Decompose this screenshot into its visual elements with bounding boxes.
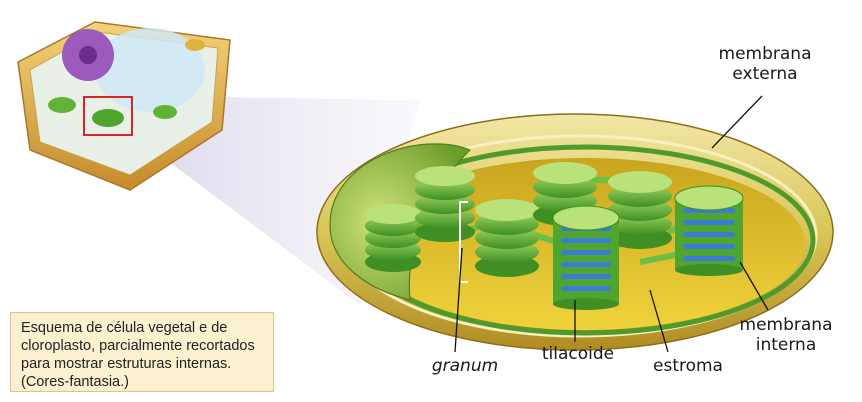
caption-box: Esquema de célula vegetal e de cloroplas… [10,312,274,392]
granum-cut-center [552,205,620,310]
vacuole [95,28,205,112]
label-stroma: estroma [653,356,723,376]
highlighted-chloroplast [92,109,124,127]
zoom-highlight-box [83,96,133,136]
leader-lines [454,95,769,353]
plant-cell [17,21,231,191]
label-granum: granum [431,356,499,376]
mitochondrion [185,39,205,51]
label-thylakoid: tilacoide [541,344,615,364]
granum-cut-right [674,185,744,276]
label-outer-membrane: membrana externa [718,44,812,84]
leader-outer-membrane [711,95,763,149]
granum-stack-right-top [608,171,672,249]
caption-text: Esquema de célula vegetal e de cloroplas… [21,320,255,390]
nucleolus [79,46,97,64]
granum-stack-back [415,166,475,242]
leader-granum [454,247,463,353]
cell-chloroplast [153,105,177,119]
granum-stack-front-left [475,199,539,277]
granum-stack-left [365,204,421,272]
leader-inner-membrane [739,261,769,311]
cell-chloroplast [48,97,76,113]
leader-stroma [649,289,669,353]
chloroplast [316,113,834,351]
label-inner-membrane: membrana interna [739,315,833,355]
granum-bracket [459,201,468,283]
